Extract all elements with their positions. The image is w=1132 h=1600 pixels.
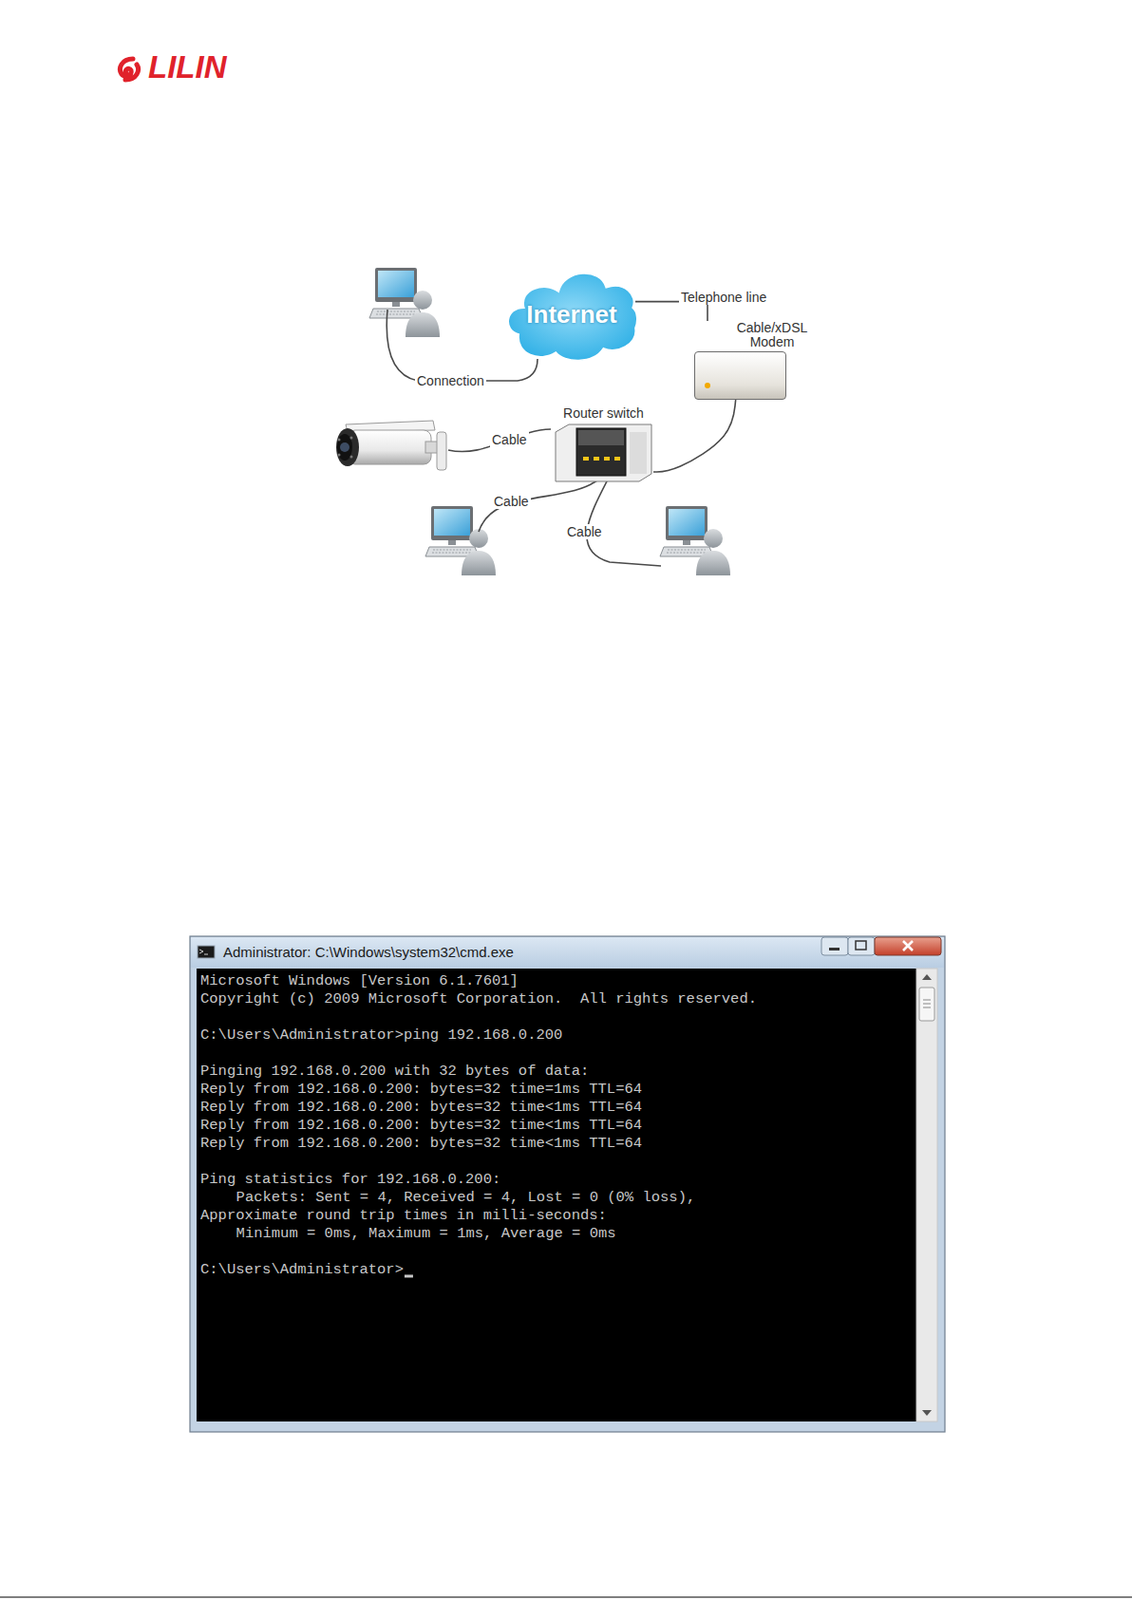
console-line: Reply from 192.168.0.200: bytes=32 time<… — [200, 1134, 642, 1153]
cable-label: Cable — [565, 524, 604, 540]
brand-logo: LILIN — [148, 51, 227, 84]
modem-body — [694, 351, 787, 400]
page-rule — [0, 1596, 1132, 1598]
console-line: C:\Users\Administrator>ping 192.168.0.20… — [200, 1026, 563, 1045]
computer-user — [425, 506, 496, 576]
internet-cloud: Internet — [505, 263, 639, 365]
text-cursor — [404, 1274, 414, 1278]
console-line: Ping statistics for 192.168.0.200: — [200, 1170, 501, 1189]
modem-led — [704, 382, 711, 389]
console-window — [189, 936, 945, 1433]
modem-box: Cable/xDSL Modem — [694, 320, 809, 400]
router-body — [553, 422, 654, 484]
console-line: Reply from 192.168.0.200: bytes=32 time<… — [200, 1116, 642, 1135]
cable-label: Cable — [491, 493, 531, 510]
console-line: Reply from 192.168.0.200: bytes=32 time<… — [200, 1098, 642, 1117]
bullet-camera — [336, 420, 447, 471]
cloud-label: Internet — [526, 301, 617, 328]
cable-line — [448, 429, 551, 453]
console-line: Packets: Sent = 4, Received = 4, Lost = … — [236, 1188, 697, 1208]
cable-label: Cable — [490, 432, 529, 448]
console-line: Approximate round trip times in milli-se… — [200, 1207, 607, 1226]
window-title: Administrator: C:\Windows\system32\cmd.e… — [223, 943, 514, 962]
cable-line — [653, 399, 736, 472]
console-line: Reply from 192.168.0.200: bytes=32 time=… — [200, 1080, 642, 1099]
console-prompt: C:\Users\Administrator> — [200, 1261, 404, 1280]
logo-mark — [120, 58, 139, 80]
computer-user — [369, 267, 440, 338]
cable-label: Connection — [415, 373, 487, 389]
cable-label: Telephone line — [679, 289, 769, 305]
cable-line — [586, 479, 661, 566]
computer-user — [660, 506, 731, 576]
console-line: Copyright (c) 2009 Microsoft Corporation… — [200, 990, 757, 1009]
console-line: Microsoft Windows [Version 6.1.7601] — [200, 972, 519, 991]
router-switch: Router switch — [546, 406, 661, 484]
console-line: Minimum = 0ms, Maximum = 1ms, Average = … — [236, 1225, 617, 1244]
console-line: Pinging 192.168.0.200 with 32 bytes of d… — [200, 1062, 589, 1081]
device-label: Cable/xDSL Modem — [734, 320, 811, 350]
device-label: Router switch — [546, 406, 661, 421]
